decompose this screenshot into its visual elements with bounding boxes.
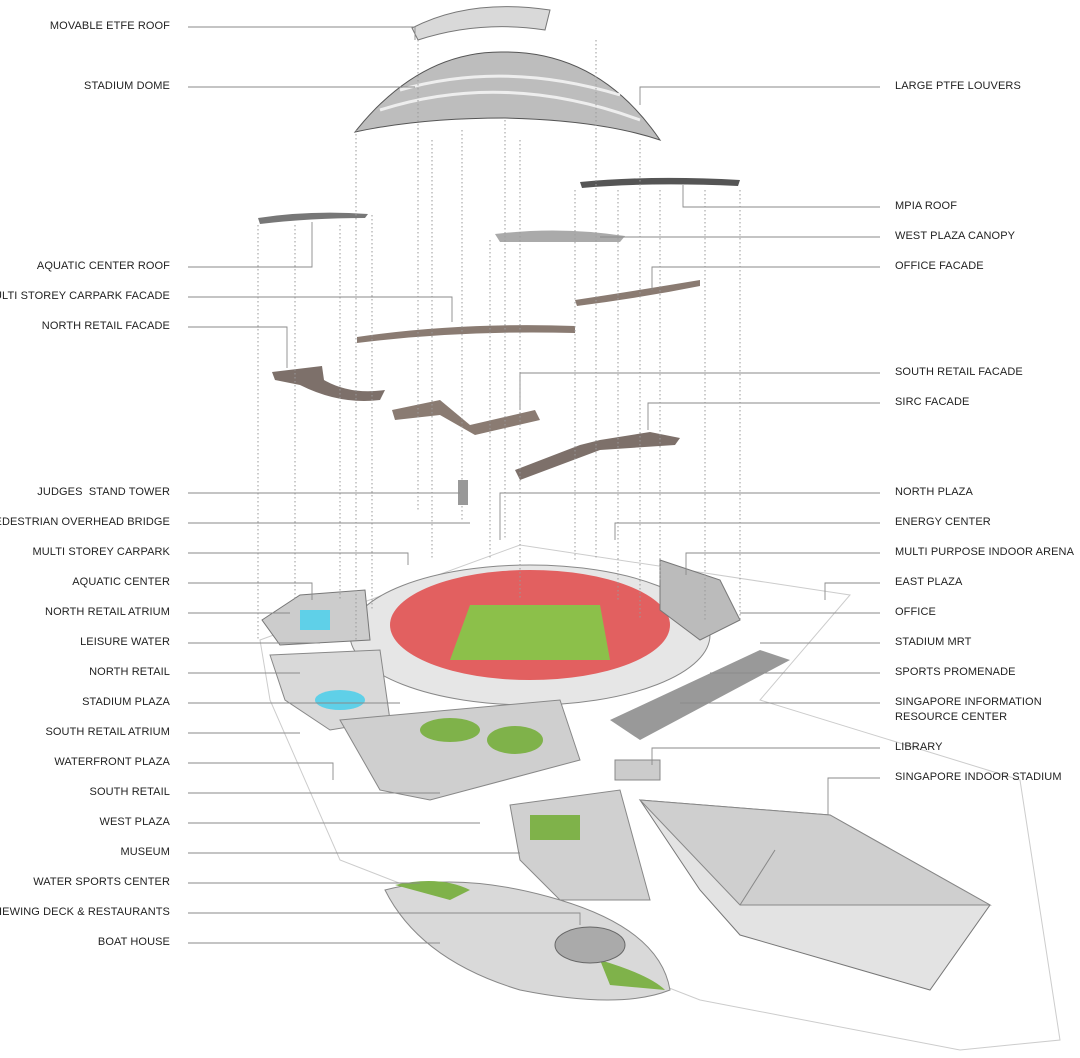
leader-line-right xyxy=(614,522,880,540)
north-retail-facade xyxy=(272,366,385,401)
plaza-green-1 xyxy=(420,718,480,742)
aquatic-center-roof xyxy=(258,212,368,224)
leader-line-right xyxy=(647,402,880,430)
dome-louvers xyxy=(379,74,641,122)
aquatic-pool xyxy=(300,610,330,630)
label-stadium-mrt: STADIUM MRT xyxy=(895,636,972,648)
viewing-deck-restaurants xyxy=(554,926,626,964)
label-west-plaza: WEST PLAZA xyxy=(99,816,170,828)
leader-line-right xyxy=(651,747,880,765)
leader-line-left xyxy=(188,26,416,40)
viewing-deck-green xyxy=(395,881,665,990)
label-south-retail: SOUTH RETAIL xyxy=(89,786,170,798)
south-retail-facade xyxy=(392,400,540,435)
label-stadium-plaza: STADIUM PLAZA xyxy=(82,696,170,708)
leader-line-right xyxy=(682,185,880,208)
label-museum: MUSEUM xyxy=(120,846,170,858)
label-west-plaza-canopy: WEST PLAZA CANOPY xyxy=(895,230,1016,242)
leader-line-right xyxy=(824,582,880,600)
label-viewing-deck-restaurants: VIEWING DECK & RESTAURANTS xyxy=(0,906,170,918)
label-north-retail-atrium: NORTH RETAIL ATRIUM xyxy=(45,606,170,618)
label-sports-promenade: SPORTS PROMENADE xyxy=(895,666,1016,678)
label-aquatic-center: AQUATIC CENTER xyxy=(72,576,170,588)
label-water-sports-center: WATER SPORTS CENTER xyxy=(33,876,170,888)
indoor-stadium-ridge xyxy=(739,849,776,906)
label-multi-purpose-indoor-arena: MULTI PURPOSE INDOOR ARENA xyxy=(895,546,1075,558)
indoor-stadium-roof xyxy=(638,799,992,906)
leader-line-left xyxy=(188,912,581,925)
leader-line-left xyxy=(188,762,334,780)
label-energy-center: ENERGY CENTER xyxy=(895,516,991,528)
leader-line-left xyxy=(188,552,409,565)
south-retail-plaza xyxy=(339,699,581,801)
multi-storey-carpark-facade xyxy=(357,325,575,343)
label-south-retail-atrium: SOUTH RETAIL ATRIUM xyxy=(45,726,170,738)
label-judges-stand-tower: JUDGES STAND TOWER xyxy=(37,486,170,498)
label-library: LIBRARY xyxy=(895,741,943,753)
plaza-green-2 xyxy=(487,726,543,754)
leader-lines xyxy=(188,26,880,944)
leader-line-right xyxy=(685,552,880,575)
leisure-water-pool xyxy=(315,690,365,710)
label-north-retail: NORTH RETAIL xyxy=(89,666,170,678)
label-north-retail-facade: NORTH RETAIL FACADE xyxy=(41,320,170,332)
projection-lines xyxy=(257,40,741,640)
water-sports-center xyxy=(384,881,671,1001)
label-stadium-dome: STADIUM DOME xyxy=(84,80,170,92)
library xyxy=(614,759,661,781)
leader-line-left xyxy=(188,222,313,268)
office-facade xyxy=(575,280,700,306)
label-pedestrian-overhead-bridge: PEDESTRIAN OVERHEAD BRIDGE xyxy=(0,516,170,528)
judges-stand-tower xyxy=(458,480,468,505)
label-multi-storey-carpark: MULTI STOREY CARPARK xyxy=(32,546,170,558)
label-singapore-information-resource-center: SINGAPORE INFORMATION RESOURCE CENTER xyxy=(895,696,1042,723)
sirc-facade xyxy=(515,432,680,480)
label-sirc-facade: SIRC FACADE xyxy=(895,396,970,408)
stadium-mrt xyxy=(610,650,790,740)
stadium-dome xyxy=(353,51,662,141)
leader-line-right xyxy=(639,86,880,105)
leader-line-left xyxy=(188,582,313,600)
museum-green xyxy=(530,815,580,840)
building-components xyxy=(258,6,1061,1051)
label-singapore-indoor-stadium: SINGAPORE INDOOR STADIUM xyxy=(895,771,1062,783)
leader-line-left xyxy=(188,296,453,322)
stadium-pitch xyxy=(450,605,610,660)
label-south-retail-facade: SOUTH RETAIL FACADE xyxy=(895,366,1023,378)
label-office: OFFICE xyxy=(895,606,936,618)
leader-line-right xyxy=(827,777,880,815)
leader-line-right xyxy=(499,492,880,540)
label-mpia-roof: MPIA ROOF xyxy=(895,200,958,212)
label-movable-etfe-roof: MOVABLE ETFE ROOF xyxy=(49,20,170,32)
office-block xyxy=(659,559,741,641)
label-multi-storey-carpark-facade: MULTI STOREY CARPARK FACADE xyxy=(0,290,170,302)
label-north-plaza: NORTH PLAZA xyxy=(895,486,973,498)
label-office-facade: OFFICE FACADE xyxy=(895,260,984,272)
leader-line-left xyxy=(188,326,288,368)
label-boat-house: BOAT HOUSE xyxy=(97,936,170,948)
museum-west-plaza xyxy=(509,789,651,901)
mpia-roof xyxy=(580,177,740,188)
movable-etfe-roof xyxy=(411,6,551,41)
label-east-plaza: EAST PLAZA xyxy=(895,576,963,588)
leader-line-right xyxy=(519,372,880,410)
west-plaza-canopy xyxy=(495,230,625,242)
label-large-ptfe-louvers: LARGE PTFE LOUVERS xyxy=(895,80,1021,92)
label-leisure-water: LEISURE WATER xyxy=(80,636,170,648)
label-waterfront-plaza: WATERFRONT PLAZA xyxy=(54,756,170,768)
label-aquatic-center-roof: AQUATIC CENTER ROOF xyxy=(36,260,170,272)
leader-line-right xyxy=(651,266,880,290)
